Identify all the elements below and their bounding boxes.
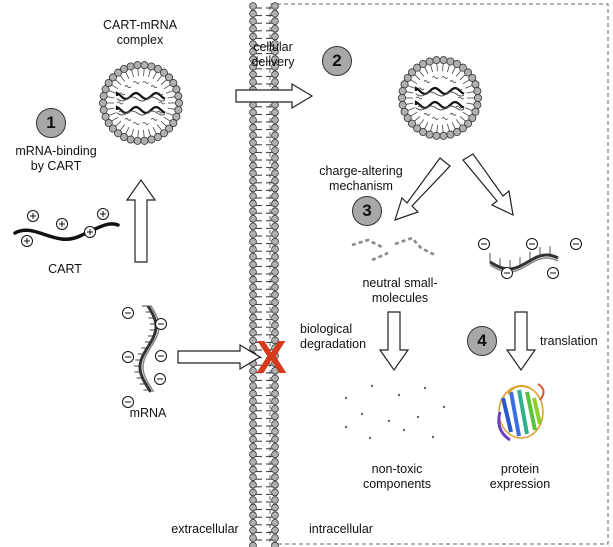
cell-membrane-icon: [249, 2, 279, 547]
translation-label: translation: [540, 334, 598, 348]
released-mrna-icon: [489, 246, 559, 273]
cart-label: CART: [48, 262, 82, 276]
arrow-cellular-delivery: [235, 82, 314, 110]
arrow-translation: [505, 311, 537, 372]
non-toxic-components-icon: [344, 384, 446, 440]
step-1-badge: 1: [36, 108, 66, 138]
neutral-small-molecules-icon: [351, 236, 436, 262]
arrow-up-binding: [125, 178, 157, 263]
negative-charges-mrna: [122, 307, 167, 408]
step-3-badge: 3: [352, 196, 382, 226]
mrna-strand-icon: [134, 305, 160, 393]
lipid-nanoparticle-icon: [99, 61, 183, 145]
extracellular-label: extracellular: [171, 522, 239, 536]
lipid-nanoparticle-icon-intracellular: [397, 56, 482, 140]
blocked-entry-x-icon: X: [256, 331, 287, 383]
arrow-charge-altering-left: [394, 157, 451, 221]
arrow-degradation: [378, 311, 410, 372]
arrow-charge-altering-right: [462, 153, 514, 217]
step-4-badge: 4: [467, 326, 497, 356]
mrna-label: mRNA: [129, 406, 167, 420]
negative-charges-released-mrna: [478, 238, 582, 279]
cart-polymer-icon: [13, 208, 120, 247]
intracellular-label: intracellular: [309, 522, 373, 536]
arrow-blocked-entry: [177, 343, 262, 371]
step-2-badge: 2: [322, 46, 352, 76]
neutral-small-molecules-label: neutral small-molecules: [362, 276, 438, 305]
protein-structure-icon: [497, 383, 545, 442]
